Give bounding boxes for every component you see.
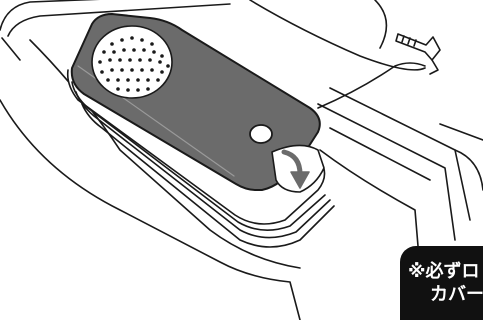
warning-note-line-2: カバー	[408, 283, 483, 306]
tray-right-rail	[318, 88, 470, 246]
warning-note: ※必ずロ カバー	[400, 246, 483, 320]
warning-note-line-1: ※必ずロ	[408, 260, 483, 283]
device-button	[250, 125, 272, 143]
